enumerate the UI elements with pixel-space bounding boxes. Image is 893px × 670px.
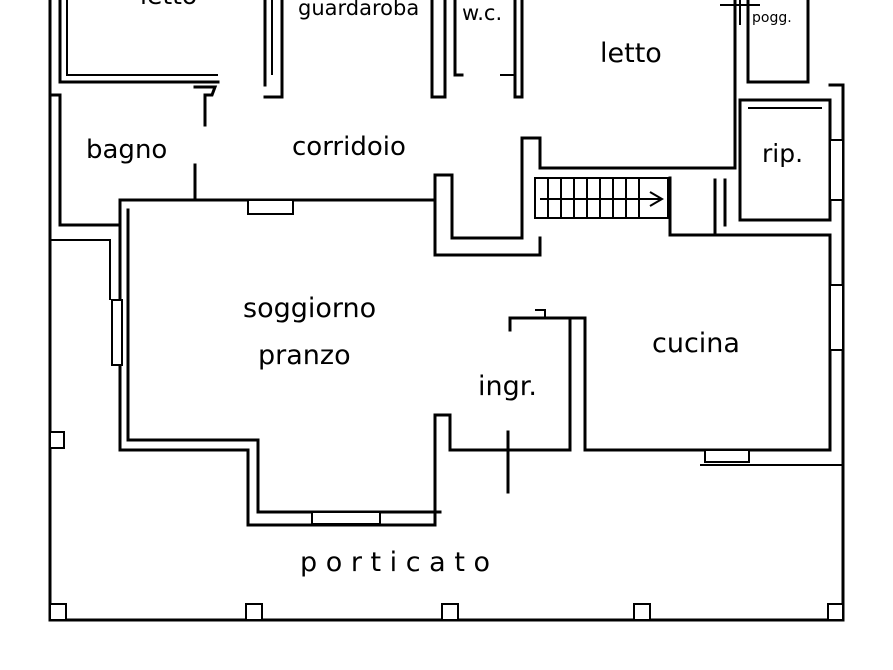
wall-letto-top-left [58,0,220,84]
label-porticato: p o r t i c a t o [300,547,490,578]
label-rip: rip. [762,139,803,168]
wall-ripostiglio [738,98,832,222]
label-pogg: pogg. [752,10,792,26]
wall-wc [453,0,524,99]
label-soggiorno: soggiorno [243,293,376,324]
wall-bagno [48,85,524,240]
stairs [534,176,717,237]
label-corridoio: corridoio [292,132,406,162]
label-pranzo: pranzo [258,340,351,371]
label-cucina: cucina [652,328,740,359]
wall-letto-right [520,0,810,240]
label-letto-top-left: letto [140,0,197,10]
label-bagno: bagno [86,135,167,165]
label-letto: letto [600,38,662,69]
label-guardaroba: guardaroba [298,0,419,20]
label-ingresso: ingr. [478,371,537,402]
wall-cucina [568,139,844,463]
wall-soggiorno [111,198,542,527]
porch-posts [49,431,844,621]
wall-guardaroba [263,0,447,99]
label-wc: w.c. [462,1,502,25]
